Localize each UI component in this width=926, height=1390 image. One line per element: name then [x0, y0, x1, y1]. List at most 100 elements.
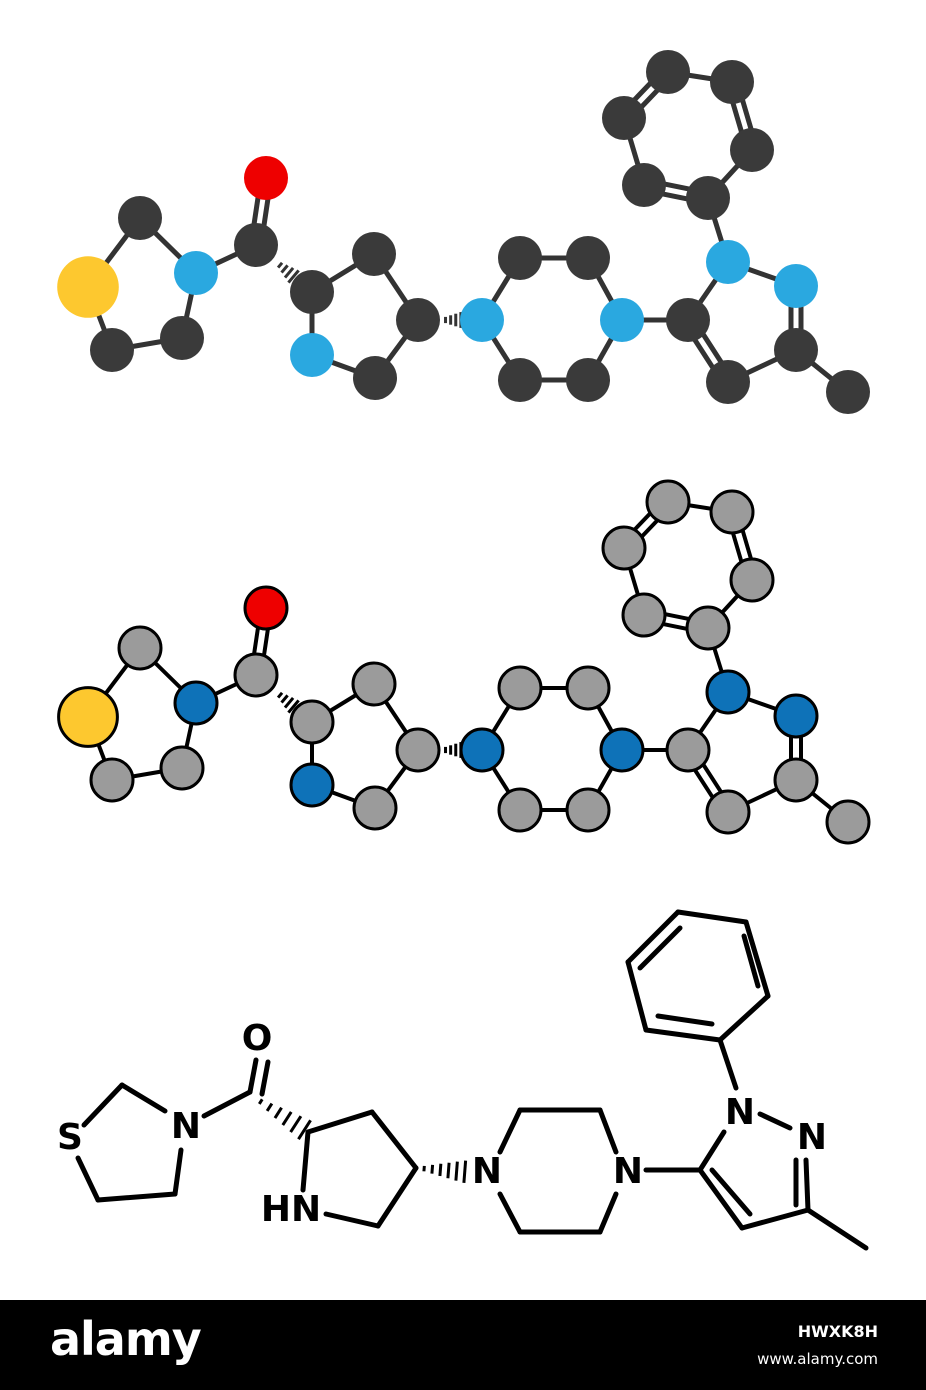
nitrogen-atom [289, 762, 335, 808]
alamy-url: www.alamy.com [757, 1350, 878, 1368]
stereo-hash-bond [289, 1115, 303, 1133]
carbon-atom [774, 328, 818, 372]
stereo-hash-bond [283, 696, 295, 709]
carbon-atom [160, 316, 204, 360]
bond-line [739, 1207, 811, 1231]
atom-label-thiazolidine-n: N [171, 1106, 201, 1147]
bond-line [305, 1109, 375, 1135]
stereo-hash-bond [454, 1161, 459, 1181]
bond-line [643, 1027, 723, 1043]
carbon-atom [565, 787, 611, 833]
bond-line [497, 1107, 523, 1155]
oxygen-atom [243, 585, 289, 631]
stereo-hash-bond [462, 1160, 468, 1184]
atom-label-pyrazole-n1: N [725, 1092, 755, 1133]
nitrogen-atom [706, 240, 750, 284]
carbon-atom [646, 50, 690, 94]
stereo-hash-bond [283, 266, 295, 279]
bond-line [81, 1082, 125, 1128]
bond-line [497, 1191, 523, 1235]
carbon-atom [685, 605, 731, 651]
image-code: HWXK8H [797, 1322, 878, 1341]
carbon-atom [730, 128, 774, 172]
carbon-atom [352, 785, 398, 831]
bond-line [697, 1129, 727, 1173]
carbon-atom [498, 236, 542, 280]
atom-label-piperazine-n-left: N [472, 1151, 502, 1192]
bond-line [597, 1191, 619, 1235]
bond-line [717, 993, 771, 1043]
bond-line [625, 959, 649, 1033]
carbon-atom [396, 298, 440, 342]
stereo-hash-bond [446, 1162, 451, 1179]
carbon-atom [710, 60, 754, 104]
nitrogen-atom [174, 251, 218, 295]
bond-line [172, 1147, 184, 1197]
bond-line [597, 1107, 619, 1155]
bond-line [803, 1157, 811, 1213]
nitrogen-atom [460, 298, 504, 342]
carbon-atom [621, 592, 667, 638]
nitrogen-atom [599, 727, 645, 773]
sulfur-atom [57, 686, 119, 748]
carbon-atom [602, 96, 646, 140]
carbon-atom [117, 625, 163, 671]
nitrogen-atom [290, 333, 334, 377]
nitrogen-atom [173, 680, 219, 726]
carbon-atom [773, 757, 819, 803]
bond-line [247, 1057, 259, 1095]
sulfur-atom [57, 256, 119, 318]
carbon-atom [497, 787, 543, 833]
carbon-atom [666, 298, 710, 342]
carbon-atom [566, 236, 610, 280]
carbon-atom [565, 665, 611, 711]
atom-label-pyrazole-n2: N [797, 1117, 827, 1158]
nitrogen-atom [600, 298, 644, 342]
bond-line [675, 909, 749, 925]
bond-line [300, 1129, 311, 1193]
carbon-atom [645, 479, 691, 525]
carbon-atom [118, 196, 162, 240]
stereo-hash-bond [297, 1119, 312, 1140]
skeletal-bonds [75, 909, 869, 1251]
carbon-atom [498, 358, 542, 402]
carbon-atom [497, 665, 543, 711]
carbon-atom [709, 489, 755, 535]
carbon-atom [665, 727, 711, 773]
nitrogen-atom [705, 669, 751, 715]
bond-line [757, 1111, 793, 1131]
atom-label-piperazine-n-right: N [613, 1151, 643, 1192]
atom-label-pyrrolidine-nh: HN [261, 1189, 321, 1230]
carbon-atom [566, 358, 610, 402]
bond-line [741, 933, 761, 989]
stereo-hash-bond [258, 1098, 264, 1105]
bond-line [709, 1167, 753, 1217]
bond-line [655, 1013, 715, 1027]
carbon-atom [686, 176, 730, 220]
stereo-hash-bond [280, 264, 289, 274]
carbon-atom [622, 163, 666, 207]
watermark-footer: alamy HWXK8H www.alamy.com [0, 1300, 926, 1390]
carbon-atom [351, 661, 397, 707]
carbon-atom [90, 328, 134, 372]
carbon-atom [89, 757, 135, 803]
bond-line [119, 1082, 168, 1114]
stereo-hash-bond [280, 694, 289, 704]
nitrogen-atom [459, 727, 505, 773]
bond-line [375, 1165, 419, 1229]
carbon-atom [233, 652, 279, 698]
bond-line [637, 925, 683, 971]
alamy-logo: alamy [50, 1312, 202, 1366]
atom-label-sulfur: S [57, 1117, 83, 1158]
stereo-hash-bond [276, 261, 284, 269]
stereo-hash-bond [273, 1106, 283, 1119]
stereo-hash-bond [430, 1164, 435, 1174]
stereo-hash-bond [281, 1111, 293, 1126]
stereo-hash-bond [265, 1102, 274, 1112]
nitrogen-atom [774, 264, 818, 308]
bond-line [805, 1207, 869, 1251]
flat-ball-model [57, 479, 871, 845]
bond-line [625, 909, 681, 965]
carbon-atom [729, 557, 775, 603]
